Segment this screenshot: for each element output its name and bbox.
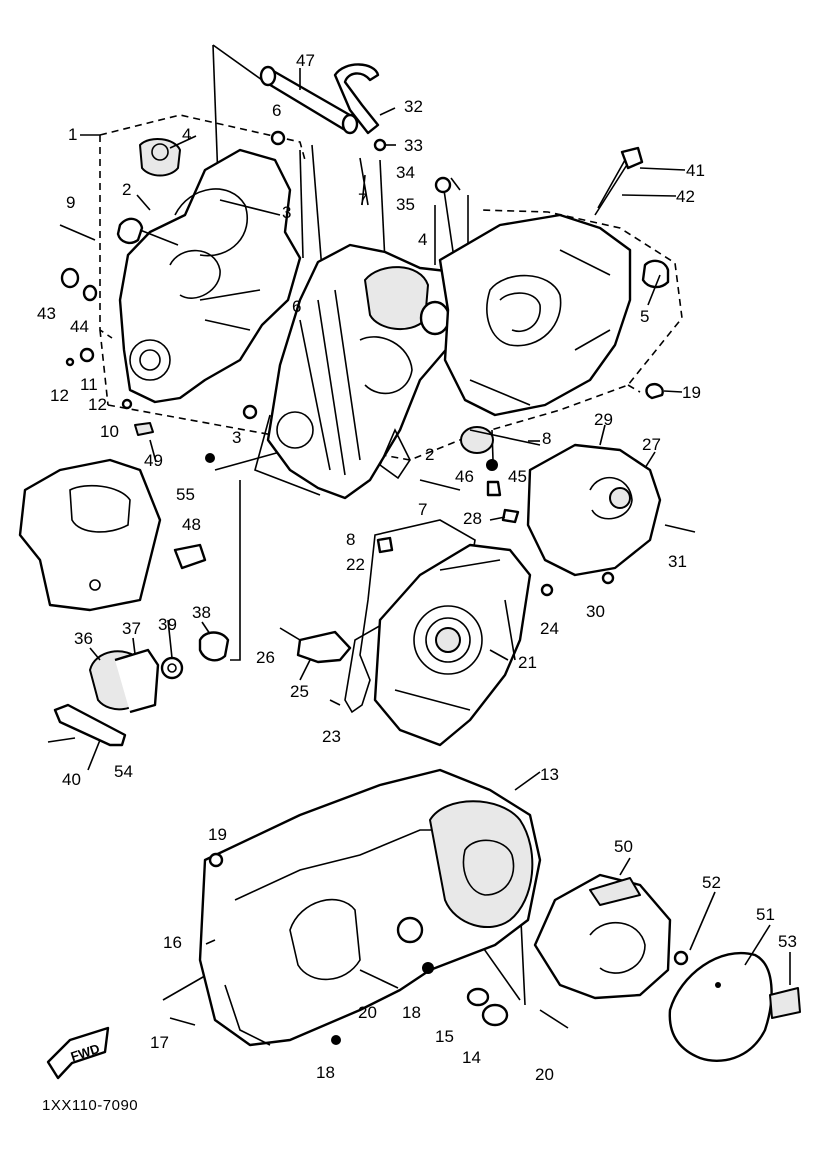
callout-36: 36 <box>74 629 93 648</box>
callout-11: 11 <box>80 375 98 394</box>
callout-49: 49 <box>144 451 163 470</box>
callout-7: 7 <box>358 190 367 209</box>
callout-30: 30 <box>586 602 605 621</box>
callout-23: 23 <box>322 727 341 746</box>
callout-16: 16 <box>163 933 182 952</box>
callout-7: 7 <box>418 500 427 519</box>
callout-32: 32 <box>404 97 423 116</box>
callout-leaders <box>80 68 791 985</box>
callout-8: 8 <box>346 530 355 549</box>
small-hardware-lower <box>169 852 569 1045</box>
callout-labels: 1 2 2 3 3 4 4 5 6 6 7 7 8 8 9 10 11 12 1… <box>37 51 797 1114</box>
callout-48: 48 <box>182 515 201 534</box>
callout-19: 19 <box>208 825 227 844</box>
callout-20: 20 <box>358 1003 377 1022</box>
callout-27: 27 <box>642 435 661 454</box>
callout-15: 15 <box>435 1027 454 1046</box>
callout-18: 18 <box>402 1003 421 1022</box>
callout-20: 20 <box>535 1065 554 1084</box>
callout-6: 6 <box>272 101 281 120</box>
callout-29: 29 <box>594 410 613 429</box>
breather-hose <box>259 63 452 194</box>
callout-54: 54 <box>114 762 133 781</box>
callout-6: 6 <box>292 297 301 316</box>
air-duct <box>533 873 672 1000</box>
callout-4: 4 <box>418 230 427 249</box>
callout-38: 38 <box>192 603 211 622</box>
bracket <box>279 627 352 664</box>
callout-3: 3 <box>282 203 291 222</box>
small-hardware-upper <box>59 130 664 524</box>
diagram-code: 1XX110-7090 <box>42 1097 138 1114</box>
outer-cover <box>668 950 801 1062</box>
callout-33: 33 <box>404 136 423 155</box>
callout-42: 42 <box>676 187 695 206</box>
callout-53: 53 <box>778 932 797 951</box>
callout-44: 44 <box>70 317 89 336</box>
callout-22: 22 <box>346 555 365 574</box>
callout-26: 26 <box>256 648 275 667</box>
callout-43: 43 <box>37 304 56 323</box>
shroud-cover <box>18 458 207 612</box>
callout-8: 8 <box>542 429 551 448</box>
callout-55: 55 <box>176 485 195 504</box>
callout-40: 40 <box>62 770 81 789</box>
oil-pump-cover <box>376 443 696 597</box>
callout-45: 45 <box>508 467 527 486</box>
callout-28: 28 <box>463 509 482 528</box>
callout-13: 13 <box>540 765 559 784</box>
callout-46: 46 <box>455 467 474 486</box>
callout-25: 25 <box>290 682 309 701</box>
callout-31: 31 <box>668 552 687 571</box>
callout-51: 51 <box>756 905 775 924</box>
dipstick <box>594 146 644 216</box>
callout-50: 50 <box>614 837 633 856</box>
fwd-arrow-icon: FWD <box>46 1026 110 1080</box>
callout-14: 14 <box>462 1048 481 1067</box>
crankcase-center <box>254 243 472 500</box>
callout-21: 21 <box>518 653 537 672</box>
callout-1: 1 <box>68 125 77 144</box>
callout-34: 34 <box>396 163 415 182</box>
callout-17: 17 <box>150 1033 169 1052</box>
water-pump-assy <box>47 631 230 747</box>
callout-47: 47 <box>296 51 315 70</box>
callout-37: 37 <box>122 619 141 638</box>
callout-5: 5 <box>640 307 649 326</box>
callout-19: 19 <box>682 383 701 402</box>
callout-39: 39 <box>158 615 177 634</box>
crankcase-cover-gasket <box>344 519 532 747</box>
callout-12: 12 <box>88 395 107 414</box>
transmission-cover <box>198 768 542 1047</box>
callout-2: 2 <box>425 445 434 464</box>
assembly-dashed-outline <box>99 114 683 461</box>
callout-41: 41 <box>686 161 705 180</box>
callout-52: 52 <box>702 873 721 892</box>
callout-12: 12 <box>50 386 69 405</box>
callout-35: 35 <box>396 195 415 214</box>
callout-2: 2 <box>122 180 131 199</box>
callout-3: 3 <box>232 428 241 447</box>
callout-24: 24 <box>540 619 559 638</box>
crankcase-left <box>116 138 302 404</box>
callout-9: 9 <box>66 193 75 212</box>
callout-10: 10 <box>100 422 119 441</box>
callout-18: 18 <box>316 1063 335 1082</box>
crankcase-right <box>379 213 670 480</box>
callout-4: 4 <box>182 125 191 144</box>
